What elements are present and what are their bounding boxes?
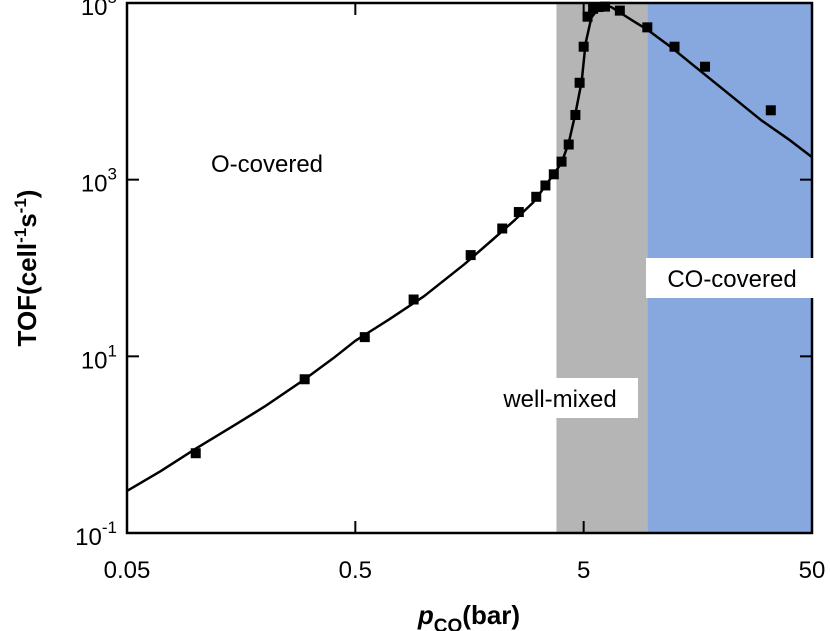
- data-point: [540, 180, 551, 191]
- tick-layer: 0.05 0.5 5 50 10-1 101 103 105: [75, 0, 825, 584]
- region-label-well-mixed-box: well-mixed: [480, 378, 638, 418]
- x-tick-label: 5: [577, 557, 590, 584]
- data-point: [582, 11, 593, 22]
- data-point: [190, 448, 201, 459]
- data-point: [765, 105, 776, 116]
- x-tick-label: 0.05: [104, 557, 151, 584]
- data-point: [599, 1, 610, 12]
- data-point: [556, 156, 567, 167]
- data-point: [700, 61, 711, 72]
- data-point: [497, 223, 508, 234]
- region-well-mixed: [556, 3, 648, 533]
- data-point: [563, 139, 574, 150]
- data-point: [578, 41, 589, 52]
- data-point: [299, 374, 310, 385]
- data-point: [574, 77, 585, 88]
- data-point: [614, 5, 625, 16]
- x-tick-label: 50: [799, 557, 826, 584]
- region-label-co-covered-box: CO-covered: [646, 258, 814, 298]
- data-point: [642, 22, 653, 33]
- data-point: [669, 41, 680, 52]
- marker-layer: [190, 1, 776, 459]
- y-tick-label: 10-1: [75, 518, 117, 551]
- data-point: [465, 250, 476, 261]
- x-axis-title: pCO(bar): [417, 600, 520, 631]
- curve-layer: [126, 4, 813, 492]
- y-tick-label: 101: [81, 341, 117, 374]
- data-point: [531, 191, 542, 202]
- data-point: [359, 332, 370, 343]
- region-label-co-covered: CO-covered: [667, 266, 796, 293]
- data-point: [570, 109, 581, 120]
- data-point: [548, 169, 559, 180]
- y-tick-label: 103: [81, 165, 117, 198]
- y-tick-label: 105: [81, 0, 117, 21]
- data-point: [593, 2, 604, 13]
- region-label-o-covered: O-covered: [211, 151, 323, 178]
- region-label-well-mixed: well-mixed: [502, 386, 616, 413]
- y-axis-title: TOF(cell-1s-1): [11, 190, 42, 347]
- data-point: [588, 3, 599, 14]
- data-point: [513, 207, 524, 218]
- data-point: [408, 294, 419, 305]
- x-tick-label: 0.5: [339, 557, 372, 584]
- tof-curve: [126, 4, 813, 492]
